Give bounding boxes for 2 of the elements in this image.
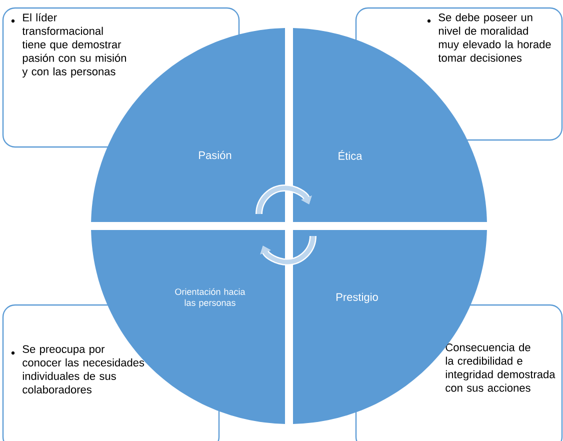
curved-arrow	[260, 236, 316, 266]
curved-arrow	[256, 184, 312, 214]
